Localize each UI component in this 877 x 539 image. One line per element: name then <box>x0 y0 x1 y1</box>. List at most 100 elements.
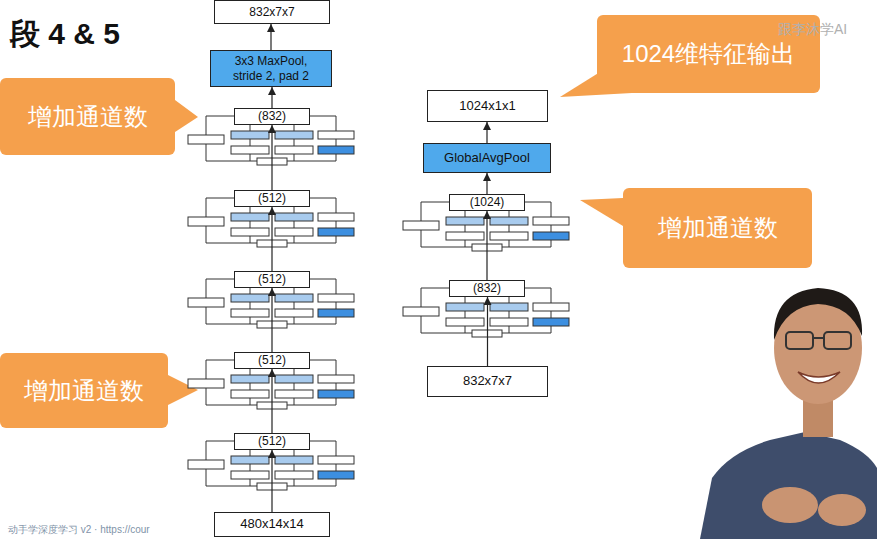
conv-layer <box>490 232 528 240</box>
conv-layer <box>188 298 224 307</box>
conv-layer <box>275 131 313 139</box>
node-text: (512) <box>258 353 286 368</box>
branch-wire <box>509 225 510 232</box>
branch-wire <box>336 302 337 309</box>
conv-layer <box>533 232 569 240</box>
flow-arrow <box>271 125 272 190</box>
conv-layer <box>318 228 354 236</box>
flow-arrow <box>486 122 487 143</box>
branch-wire <box>250 398 251 405</box>
conv-layer <box>231 309 269 317</box>
branch-wire <box>206 441 234 460</box>
watermark: 跟李沐学AI <box>778 21 847 39</box>
branch-wire <box>336 139 337 146</box>
callout-tail <box>580 198 623 226</box>
inception-output: (832) <box>234 108 310 125</box>
branch-wire <box>465 311 466 318</box>
tensor-shape: 832x7x7 <box>214 0 330 24</box>
branch-wire <box>551 225 552 232</box>
inception-output: (512) <box>234 352 310 369</box>
branch-wire <box>310 116 336 131</box>
conv-layer <box>275 213 313 221</box>
callout-bubble: 增加通道数 <box>0 78 175 155</box>
conv-layer <box>318 131 354 139</box>
branch-wire <box>509 297 510 303</box>
conv-layer <box>231 131 269 139</box>
branch-wire <box>250 450 251 456</box>
conv-layer <box>318 309 354 317</box>
branch-wire <box>294 154 295 161</box>
flow-arrow <box>270 24 271 50</box>
node-text: 增加通道数 <box>24 376 144 406</box>
branch-wire <box>551 311 552 318</box>
branch-wire <box>250 317 251 324</box>
pool-layer: GlobalAvgPool <box>423 143 551 173</box>
flow-arrow <box>271 450 272 512</box>
branch-wire <box>206 360 234 379</box>
conv-layer <box>490 303 528 311</box>
conv-layer <box>231 471 269 479</box>
branch-wire <box>250 288 251 294</box>
branch-wire <box>336 464 337 471</box>
branch-wire <box>294 207 295 213</box>
conv-layer <box>490 217 528 225</box>
branch-wire <box>206 116 234 135</box>
conv-layer <box>318 375 354 383</box>
conv-layer <box>275 309 313 317</box>
conv-layer <box>188 460 224 469</box>
branch-wire <box>250 139 251 146</box>
conv-layer <box>446 318 484 326</box>
branch-wire <box>421 288 449 307</box>
flow-arrow <box>271 207 272 271</box>
tensor-shape: 480x14x14 <box>214 512 330 537</box>
conv-layer <box>533 318 569 326</box>
node-text: 1024维特征输出 <box>622 39 795 69</box>
conv-layer <box>231 146 269 154</box>
branch-wire <box>310 198 336 213</box>
branch-wire <box>294 288 295 294</box>
branch-wire <box>294 383 295 390</box>
branch-wire <box>310 441 336 456</box>
branch-wire <box>294 125 295 131</box>
node-text: (832) <box>258 109 286 124</box>
conv-layer <box>318 456 354 464</box>
conv-layer <box>275 471 313 479</box>
shirt <box>700 432 877 539</box>
branch-wire <box>465 326 466 333</box>
branch-wire <box>294 450 295 456</box>
conv-layer <box>275 294 313 302</box>
hand <box>818 494 866 526</box>
flow-arrow <box>271 87 272 108</box>
branch-wire <box>502 326 551 333</box>
branch-wire <box>336 221 337 228</box>
conv-layer <box>231 228 269 236</box>
node-text: 480x14x14 <box>240 516 304 532</box>
flow-arrow <box>487 297 488 366</box>
callout-bubble: 增加通道数 <box>0 353 168 428</box>
branch-wire <box>287 236 336 243</box>
conv-layer <box>188 379 224 388</box>
conv-layer <box>275 390 313 398</box>
flow-arrow <box>486 211 487 280</box>
conv-layer <box>231 456 269 464</box>
hand <box>762 487 818 523</box>
branch-wire <box>250 207 251 213</box>
branch-wire <box>250 221 251 228</box>
glasses <box>813 337 824 339</box>
branch-wire <box>465 211 466 217</box>
conv-layer <box>231 213 269 221</box>
conv-layer <box>318 471 354 479</box>
node-text: (512) <box>258 272 286 287</box>
branch-wire <box>421 202 449 221</box>
conv-layer <box>403 307 439 316</box>
conv-layer <box>275 456 313 464</box>
node-text: 1024x1x1 <box>459 98 515 114</box>
node-text: 增加通道数 <box>28 102 148 132</box>
glasses <box>824 332 851 349</box>
conv-layer <box>275 375 313 383</box>
node-text: (512) <box>258 434 286 449</box>
conv-layer <box>318 390 354 398</box>
branch-wire <box>465 240 466 247</box>
branch-wire <box>509 311 510 318</box>
branch-wire <box>509 326 510 333</box>
